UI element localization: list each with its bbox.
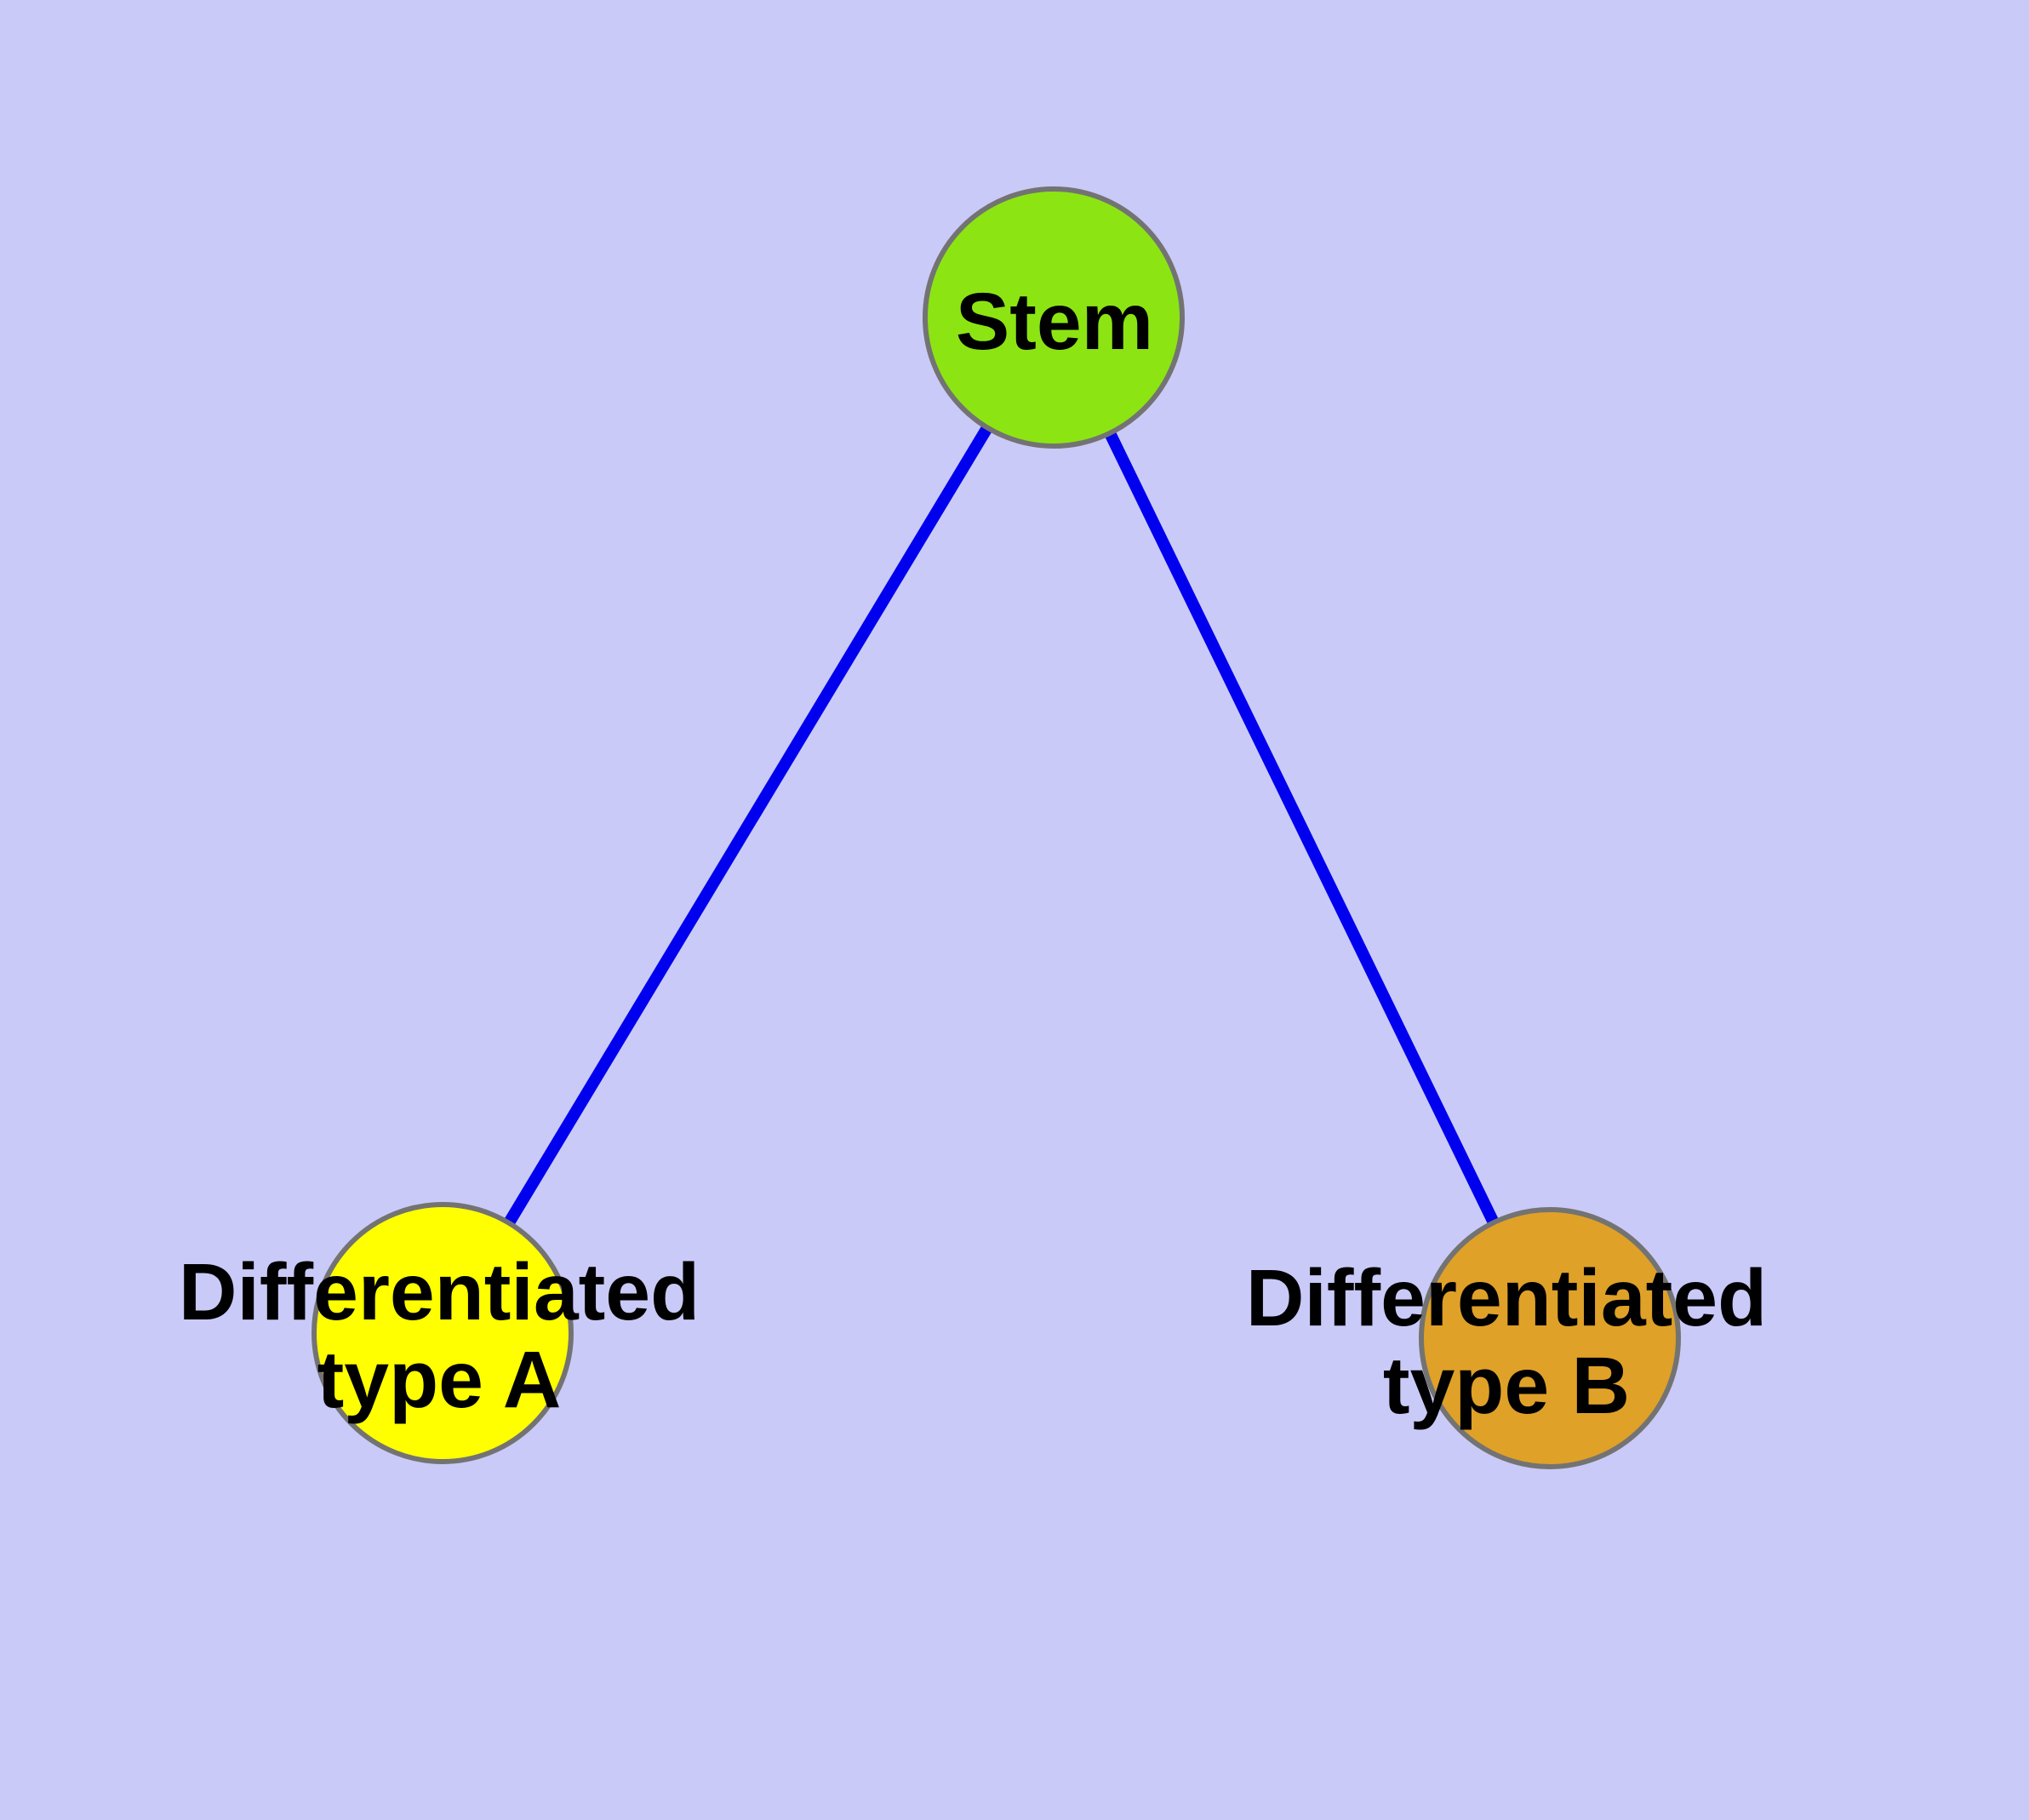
node-differentiated-type-b-label-line2: type B <box>1383 1341 1630 1431</box>
node-differentiated-type-a-label-line1: Differentiated <box>179 1247 700 1337</box>
edge-stem-to-type-a <box>437 314 1059 1336</box>
node-differentiated-type-b-circle <box>1419 1207 1681 1469</box>
edge-stem-to-type-b <box>1048 314 1556 1342</box>
node-stem-circle <box>923 186 1185 449</box>
node-stem-label: Stem <box>956 277 1153 367</box>
node-differentiated-type-a-label-line2: type A <box>317 1335 562 1425</box>
node-differentiated-type-a-circle <box>311 1202 574 1464</box>
node-differentiated-type-b-label-line1: Differentiated <box>1246 1253 1767 1343</box>
